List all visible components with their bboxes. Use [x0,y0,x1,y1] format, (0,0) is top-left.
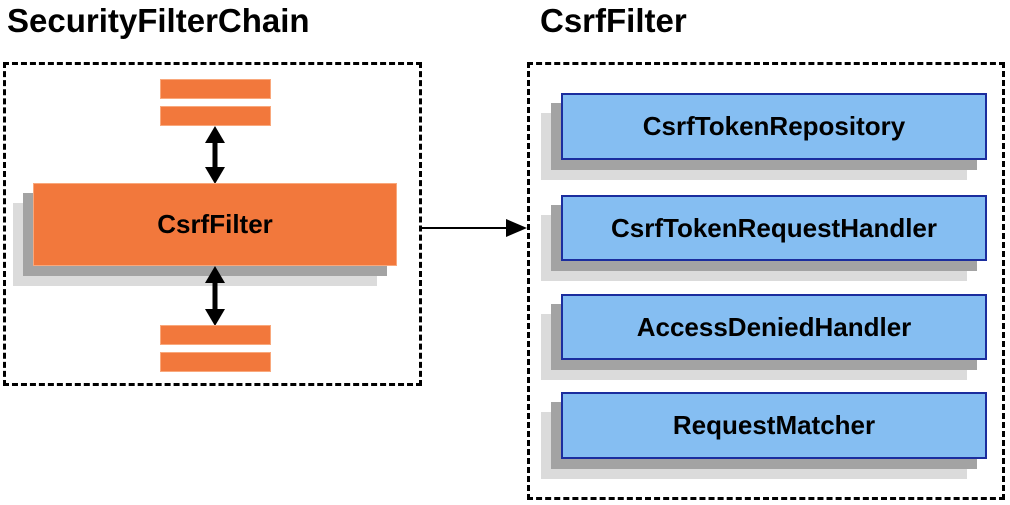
filter-placeholder-bar [160,352,271,372]
filter-placeholder-bar [160,325,271,345]
csrf-filter-box: CsrfFilter [33,183,397,266]
security-filter-chain-container: CsrfFilter [3,62,422,386]
connector-arrow-icon [422,219,527,237]
csrf-filter-box-label: CsrfFilter [157,209,273,239]
component-box-csrf-token-request-handler: CsrfTokenRequestHandler [561,195,987,261]
component-box-csrf-token-repository: CsrfTokenRepository [561,93,987,160]
filter-placeholder-bar [160,79,271,99]
component-label: RequestMatcher [672,410,876,440]
component-label: AccessDeniedHandler [636,311,912,342]
bidirectional-arrow-icon [205,266,225,326]
bidirectional-arrow-icon [205,126,225,184]
filter-placeholder-bar [160,106,271,126]
component-box-request-matcher: RequestMatcher [561,392,987,459]
security-filter-chain-title: SecurityFilterChain [7,2,310,39]
csrf-filter-components-container: CsrfTokenRepository CsrfTokenRequestHand… [527,62,1005,500]
component-label: CsrfTokenRequestHandler [610,212,938,243]
component-label: CsrfTokenRepository [642,111,906,141]
component-box-access-denied-handler: AccessDeniedHandler [561,294,987,360]
csrf-filter-title: CsrfFilter [540,2,687,39]
